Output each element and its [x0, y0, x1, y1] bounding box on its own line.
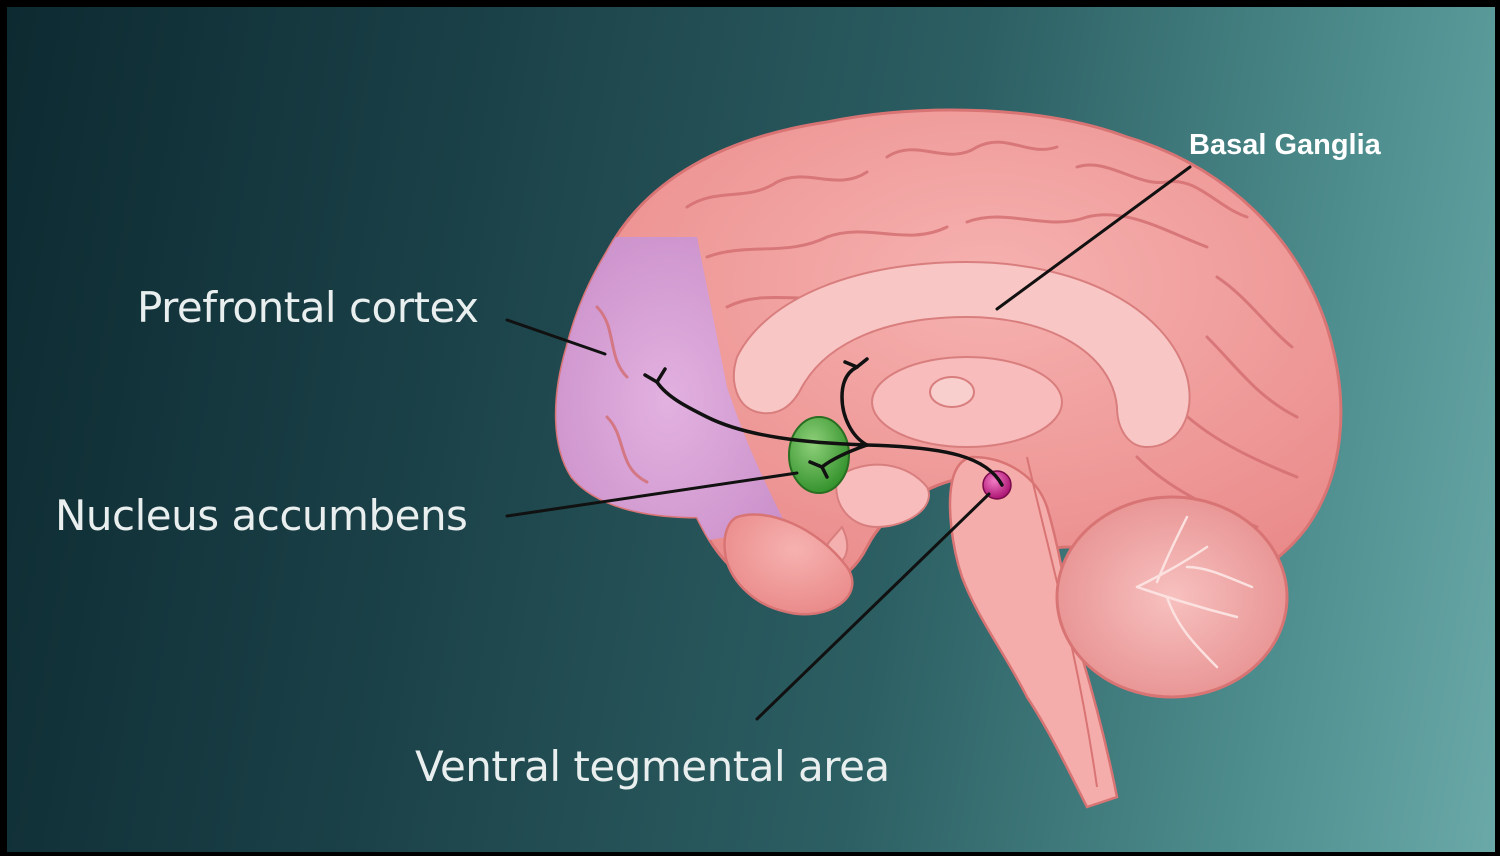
diagram-panel: Basal Ganglia Prefrontal cortex Nucleus … [7, 7, 1495, 852]
label-nucleus-accumbens: Nucleus accumbens [55, 491, 468, 540]
inner-nucleus [929, 376, 975, 408]
leader-basal-ganglia [995, 165, 1192, 311]
nucleus-accumbens-region [788, 416, 850, 494]
cerebellum-branches [1135, 515, 1254, 669]
leader-ventral-tegmental [755, 492, 991, 721]
hypothalamus-shape [835, 463, 930, 529]
leader-lines [505, 165, 1192, 721]
label-ventral-tegmental-area: Ventral tegmental area [415, 742, 890, 791]
label-prefrontal-cortex: Prefrontal cortex [137, 283, 479, 332]
corpus-callosum [732, 260, 1191, 449]
brainstem-shape [948, 455, 1119, 809]
brain-illustration [505, 108, 1343, 809]
leader-prefrontal [505, 318, 607, 356]
leader-nucleus-accumbens [505, 471, 799, 518]
temporal-lobe [723, 513, 854, 616]
dopamine-pathways [643, 357, 1004, 487]
label-basal-ganglia: Basal Ganglia [1189, 129, 1381, 161]
cerebellum-shape [1055, 495, 1289, 699]
ventral-tegmental-region [982, 470, 1012, 500]
